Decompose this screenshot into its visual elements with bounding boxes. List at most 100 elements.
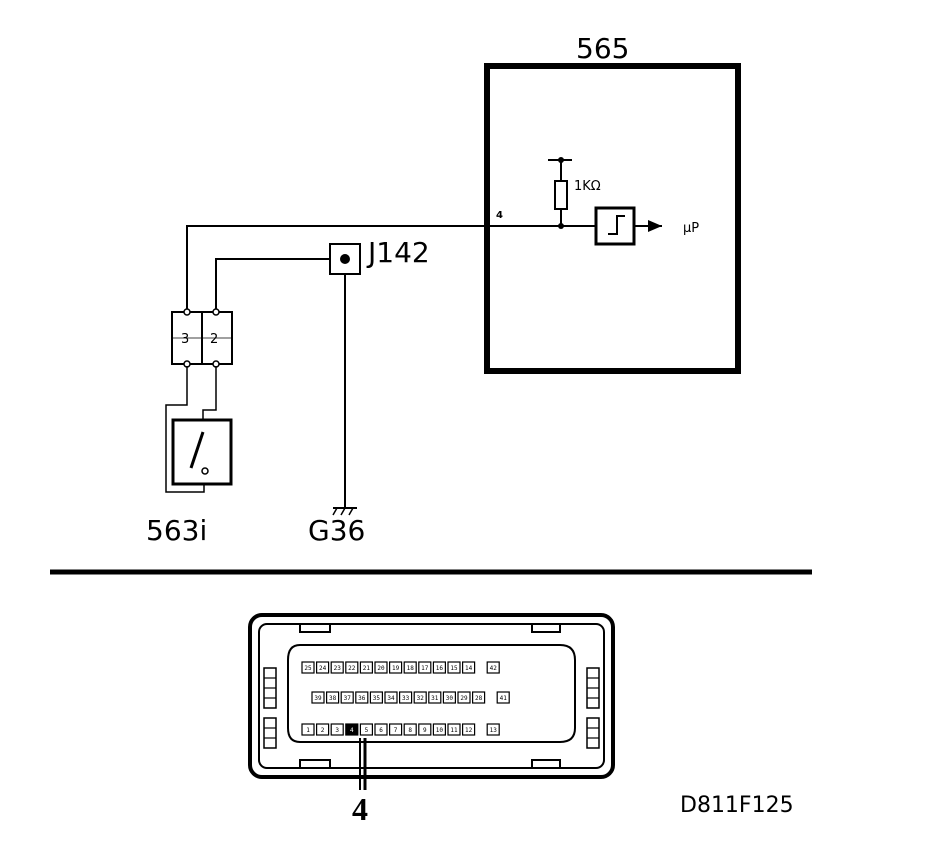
connector-pin-number: 4 xyxy=(350,727,354,734)
connector-pin-cell: 2 xyxy=(316,723,330,736)
connector-pin-cell: 25 xyxy=(301,661,315,674)
junction-label: J142 xyxy=(366,236,430,269)
connector-pin-cell: 20 xyxy=(374,661,388,674)
connector-pin-cell: 1 xyxy=(301,723,315,736)
connector-pin-number: 36 xyxy=(358,695,366,702)
connector-pin-2: 2 xyxy=(210,332,218,347)
ecu-box xyxy=(484,63,741,374)
connector-pin-cell: 10 xyxy=(432,723,446,736)
connector-pin-number: 39 xyxy=(314,695,322,702)
connector-pin-number: 17 xyxy=(421,665,429,672)
resistor-label: 1KΩ xyxy=(574,179,601,194)
connector-pin-number: 24 xyxy=(319,665,327,672)
connector-pin-number: 8 xyxy=(408,727,412,734)
connector-pin-number: 35 xyxy=(373,695,381,702)
ecu-label: 565 xyxy=(576,32,629,65)
connector-pin-cell: 36 xyxy=(355,691,369,704)
connector-pin-number: 9 xyxy=(423,727,427,734)
connector-pin-number: 10 xyxy=(436,727,444,734)
connector-pin-cell: 14 xyxy=(462,661,476,674)
connector-pin-cell: 3 xyxy=(330,723,344,736)
connector-pin-number: 32 xyxy=(417,695,425,702)
connector-pin-cell: 7 xyxy=(389,723,403,736)
connector-pin-cell: 34 xyxy=(384,691,398,704)
ecu-pin-label: 4 xyxy=(496,210,503,221)
connector-pin-cell: 16 xyxy=(432,661,446,674)
connector-pin-cell: 37 xyxy=(340,691,354,704)
connector-pin-number: 25 xyxy=(304,665,312,672)
connector-pin-cell: 15 xyxy=(447,661,461,674)
connector-pin-number: 6 xyxy=(379,727,383,734)
ground-symbol xyxy=(332,507,357,516)
pin-callout-label: 4 xyxy=(352,791,368,827)
connector-pin-number: 31 xyxy=(431,695,439,702)
switch-label: 563i xyxy=(146,514,207,547)
connector-pin-cell: 8 xyxy=(403,723,417,736)
connector-pin-number: 37 xyxy=(344,695,352,702)
pullup-resistor xyxy=(548,157,572,229)
connector-pin-number: 5 xyxy=(365,727,369,734)
connector-pin-cell: 11 xyxy=(447,723,461,736)
connector-pin-number: 11 xyxy=(450,727,458,734)
junction-j142 xyxy=(329,243,361,275)
connector-pin-cell: 22 xyxy=(345,661,359,674)
connector-pin-cell: 9 xyxy=(418,723,432,736)
connector-pin-number: 19 xyxy=(392,665,400,672)
connector-pin-number: 15 xyxy=(450,665,458,672)
connector-pin-number: 23 xyxy=(334,665,342,672)
connector-pin-number: 34 xyxy=(387,695,395,702)
connector-pin-cell: 39 xyxy=(311,691,325,704)
connector-pin-number: 20 xyxy=(377,665,385,672)
connector-pin-cell: 33 xyxy=(399,691,413,704)
connector-pin-cell: 31 xyxy=(428,691,442,704)
microprocessor-label: µP xyxy=(683,221,699,236)
connector-pin-cell: 35 xyxy=(369,691,383,704)
connector-pin-cell: 13 xyxy=(486,723,500,736)
connector-pin-number: 28 xyxy=(475,695,483,702)
signal-wire xyxy=(186,225,596,310)
connector-pin-number: 12 xyxy=(465,727,473,734)
connector-pin-cell: 18 xyxy=(403,661,417,674)
inline-connector xyxy=(171,308,233,368)
connector-pin-cell: 12 xyxy=(462,723,476,736)
connector-pin-number: 22 xyxy=(348,665,356,672)
connector-pin-number: 33 xyxy=(402,695,410,702)
switch-wire-left xyxy=(165,366,205,493)
connector-pin-cell: 21 xyxy=(359,661,373,674)
connector-pin-cell: 32 xyxy=(413,691,427,704)
schmitt-trigger xyxy=(594,206,662,246)
connector-pin-number: 41 xyxy=(500,695,508,702)
connector-pin-cell: 41 xyxy=(496,691,510,704)
connector-pin-cell: 29 xyxy=(457,691,471,704)
ground-label: G36 xyxy=(308,514,365,547)
connector-pin-cell: 30 xyxy=(442,691,456,704)
connector-pin-cell: 38 xyxy=(326,691,340,704)
connector-pin-number: 7 xyxy=(394,727,398,734)
connector-pin-number: 16 xyxy=(436,665,444,672)
connector-pin-cell: 24 xyxy=(316,661,330,674)
connector-pin-number: 2 xyxy=(321,727,325,734)
connector-pin-number: 13 xyxy=(490,727,498,734)
connector-pin-number: 1 xyxy=(306,727,310,734)
connector-pin-cell: 28 xyxy=(472,691,486,704)
connector-pin-number: 14 xyxy=(465,665,473,672)
connector-pin-number: 42 xyxy=(490,665,498,672)
junction-wire xyxy=(215,258,330,310)
connector-pin-cell: 23 xyxy=(330,661,344,674)
connector-pin-cell: 5 xyxy=(359,723,373,736)
connector-pin-number: 21 xyxy=(363,665,371,672)
connector-pin-cell: 4 xyxy=(345,723,359,736)
connector-pin-cell: 6 xyxy=(374,723,388,736)
diagram-code: D811F125 xyxy=(680,793,794,818)
connector-pin-number: 3 xyxy=(335,727,339,734)
connector-pin-cell: 42 xyxy=(486,661,500,674)
switch-563i xyxy=(171,418,233,486)
connector-pin-number: 30 xyxy=(446,695,454,702)
connector-pin-3: 3 xyxy=(181,332,189,347)
connector-pin-cell: 19 xyxy=(389,661,403,674)
connector-pin-number: 18 xyxy=(407,665,415,672)
connector-pin-number: 29 xyxy=(460,695,468,702)
